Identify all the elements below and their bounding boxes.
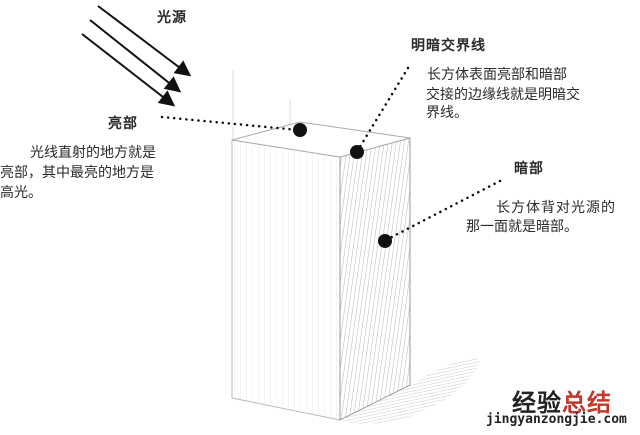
shadow-dot <box>378 234 392 248</box>
terminator-desc-line3: 界线。 <box>426 105 468 121</box>
watermark-url: jingyanzongjie.com <box>486 412 627 427</box>
highlight-desc-line3: 高光。 <box>0 185 42 201</box>
watermark-part1: 经验 <box>512 389 562 417</box>
shadow-side-desc-line2: 那一面就是暗部。 <box>466 219 578 235</box>
highlight-dot <box>293 123 307 137</box>
terminator-leader <box>356 66 410 152</box>
terminator-dot <box>350 145 364 159</box>
shadow-side-desc-line1: 长方体背对光源的 <box>496 200 616 216</box>
highlight-title: 亮部 <box>108 116 138 132</box>
box-front-face <box>231 139 341 421</box>
shadow-side-title: 暗部 <box>514 161 544 177</box>
highlight-leader <box>160 115 300 132</box>
highlight-desc-line1: 光线直射的地方就是 <box>30 145 156 161</box>
terminator-title: 明暗交界线 <box>411 38 486 54</box>
cast-shadow <box>340 357 480 424</box>
terminator-desc-line2: 交接的边缘线就是明暗交 <box>426 87 580 103</box>
light-arrows <box>81 5 192 107</box>
box-right-face <box>339 137 411 421</box>
watermark-part2: 总结 <box>562 389 612 417</box>
watermark-logo: 经验总结 <box>512 383 612 418</box>
light-source-label: 光源 <box>157 10 187 26</box>
highlight-desc-line2: 亮部，其中最亮的地方是 <box>0 165 154 181</box>
terminator-desc-line1: 长方体表面亮部和暗部 <box>427 67 567 83</box>
